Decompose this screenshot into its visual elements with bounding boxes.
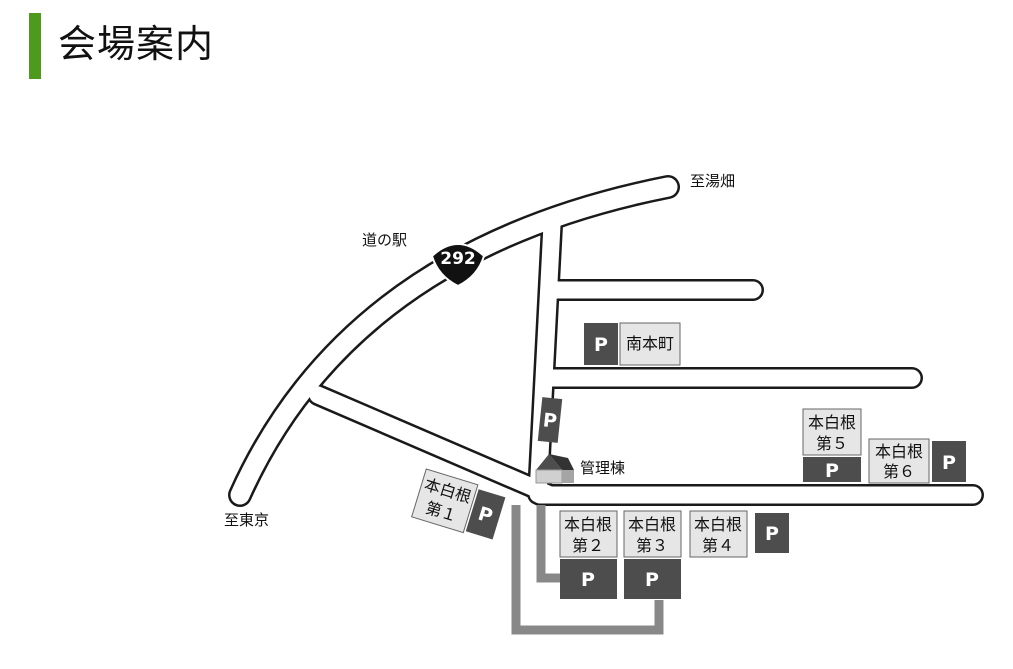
parking-label-box [623,510,682,558]
access-road-outer [511,505,664,635]
access-roads [511,505,664,635]
title-accent-bar [29,13,41,79]
parking-label-box [559,510,618,558]
parking-symbol: P [475,503,495,528]
parking-name: 本白根 [628,515,676,534]
parking-symbol: P [942,452,956,474]
parking-number: 第３ [636,536,668,555]
parking-symbol: P [542,409,558,432]
parking-motoshirane-5: 本白根 第５ P [802,408,862,482]
label-roadside-station: 道の駅 [362,231,407,249]
parking-number: 第４ [702,536,734,555]
parking-admin: P [537,397,563,443]
label-to-yubatake: 至湯畑 [690,172,735,190]
route-292-shield: 292 [430,243,486,288]
parking-motoshirane-2: 本白根 第２ P [559,510,618,599]
parking-name: 本白根 [875,442,923,461]
parking-number: 第５ [816,434,848,453]
parking-symbol: P [645,569,659,591]
parking-minamihonmachi: P 南本町 [584,322,681,366]
parking-number: 第２ [572,536,604,555]
admin-building-icon [535,454,574,484]
route-number: 292 [440,249,476,269]
page-title: 会場案内 [58,22,215,66]
parking-label-box [689,510,748,558]
parking-symbol: P [825,460,839,482]
parking-motoshirane-4: 本白根 第４ P [689,510,789,558]
route-shield-icon [430,243,486,288]
parking-label-box [802,408,862,456]
parking-symbol: P [594,334,608,356]
label-admin-building: 管理棟 [580,459,625,477]
parking-label-box [411,468,479,534]
parking-name: 本白根 [694,515,742,534]
parking-symbol: P [765,523,779,545]
access-road-inner [536,505,560,583]
parking-label-box [619,322,681,366]
parking-name: 本白根 [808,413,856,432]
parking-name: 南本町 [626,334,674,353]
label-to-tokyo: 至東京 [224,511,269,529]
parking-motoshirane-6: 本白根 第６ P [868,438,966,484]
parking-label-box [868,438,930,484]
road-fill [230,177,982,505]
parking-symbol: P [581,569,595,591]
parking-name: 本白根 [564,515,612,534]
parking-number: 第６ [883,462,915,481]
parking-motoshirane-3: 本白根 第３ P [623,510,682,599]
